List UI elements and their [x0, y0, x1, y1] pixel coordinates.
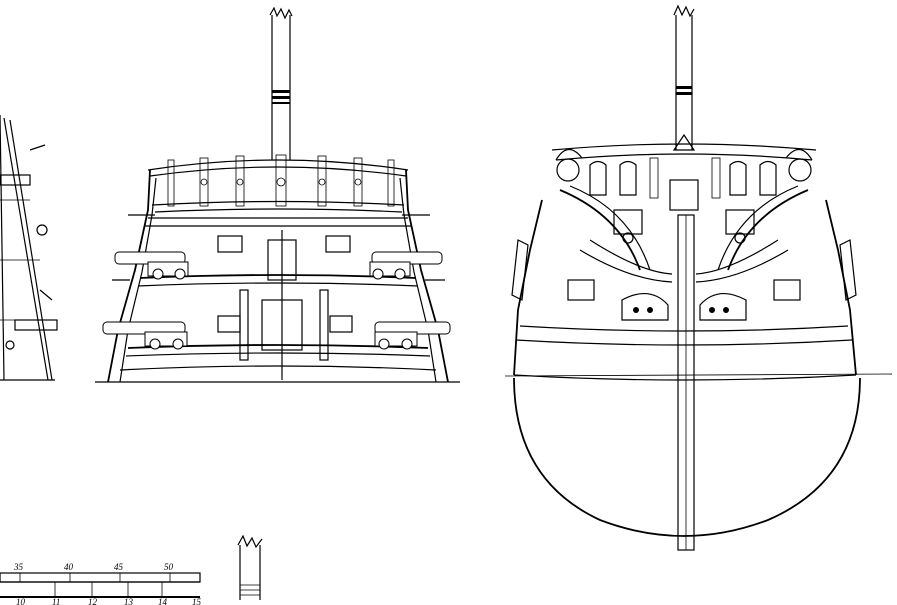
scale-label-12: 12 [88, 597, 98, 605]
scale-label-50: 50 [164, 562, 174, 572]
scale-label-35: 35 [13, 562, 24, 572]
stern-mast [673, 4, 695, 150]
stern-view [504, 4, 893, 551]
partial-section-left [0, 114, 58, 381]
stern-windows [589, 157, 777, 199]
balustrade-posts [167, 154, 395, 207]
scale-label-15: 15 [192, 597, 202, 605]
mast-detail [237, 534, 263, 600]
scale-label-45: 45 [114, 562, 124, 572]
scale-label-14: 14 [158, 597, 168, 605]
stern-carvings [555, 133, 813, 211]
midship-section [95, 6, 460, 383]
scale-label-40: 40 [64, 562, 74, 572]
scale-bar: 35 40 45 50 10 11 12 13 14 15 [0, 562, 202, 605]
hull-frames [107, 169, 449, 383]
gun-decks [95, 217, 460, 383]
mainmast-stump [269, 6, 293, 160]
scale-label-11: 11 [52, 597, 60, 605]
scale-label-10: 10 [16, 597, 26, 605]
scale-label-13: 13 [124, 597, 134, 605]
cannons [102, 251, 451, 350]
